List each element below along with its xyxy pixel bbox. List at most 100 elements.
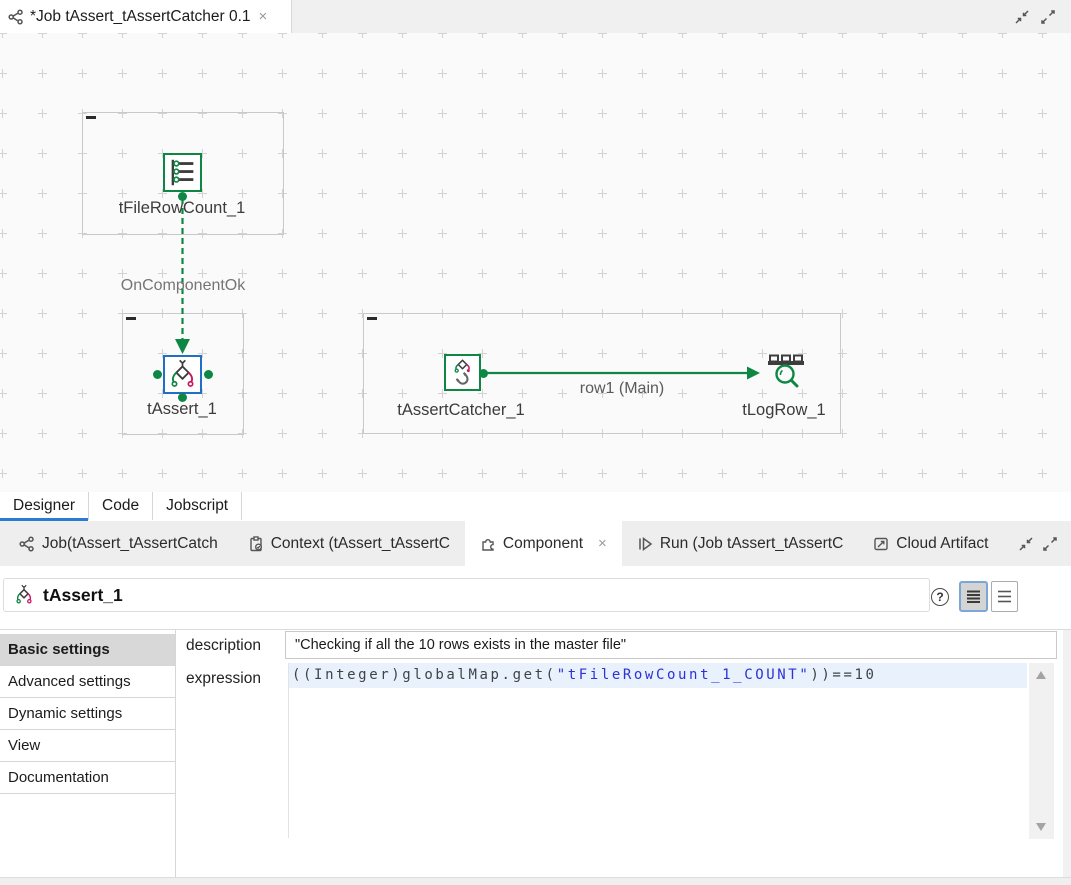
connector-dot[interactable] <box>203 369 213 379</box>
grid-cross <box>878 33 887 38</box>
sidebar-item-basic-settings[interactable]: Basic settings <box>0 634 175 666</box>
grid-cross <box>318 469 327 478</box>
tab-jobscript[interactable]: Jobscript <box>153 492 243 520</box>
panel-tab-context[interactable]: Context (tAssert_tAssertC <box>233 521 465 566</box>
close-icon[interactable]: × <box>598 535 607 552</box>
grid-cross <box>118 469 127 478</box>
scroll-up-icon[interactable] <box>1036 671 1046 679</box>
grid-cross <box>998 149 1007 158</box>
component-label[interactable]: tLogRow_1 <box>742 401 826 419</box>
grid-cross <box>638 189 647 198</box>
grid-cross <box>758 269 767 278</box>
component-label[interactable]: tAssert_1 <box>147 400 217 418</box>
grid-cross <box>958 389 967 398</box>
collapse-handle-icon[interactable] <box>367 317 377 320</box>
expression-scrollbar[interactable] <box>1029 663 1054 839</box>
grid-cross <box>758 69 767 78</box>
grid-cross <box>678 33 687 38</box>
panel-tab-cloud-artifact-label: Cloud Artifact <box>896 534 989 552</box>
grid-cross <box>958 309 967 318</box>
connector-dot[interactable] <box>479 368 488 378</box>
grid-cross <box>398 469 407 478</box>
selection-rect-tassertcatcher[interactable] <box>363 313 841 434</box>
connector-dot[interactable] <box>152 369 162 379</box>
design-canvas[interactable]: tFileRowCount_1 OnComponentOk tAsse <box>0 33 1071 492</box>
grid-cross <box>278 469 287 478</box>
scroll-down-icon[interactable] <box>1036 823 1046 831</box>
panel-tab-cloud-artifact[interactable]: Cloud Artifact <box>858 521 1003 566</box>
grid-cross <box>918 389 927 398</box>
description-input[interactable] <box>285 631 1057 659</box>
grid-cross <box>278 69 287 78</box>
panel-tab-run-label: Run (Job tAssert_tAssertC <box>659 534 844 552</box>
component-tlogrow[interactable] <box>764 351 808 395</box>
component-label[interactable]: tFileRowCount_1 <box>118 199 246 217</box>
grid-cross <box>278 429 287 438</box>
link-label-row1-main[interactable]: row1 (Main) <box>579 380 665 397</box>
connector-dot[interactable] <box>178 191 187 201</box>
grid-cross <box>518 149 527 158</box>
grid-cross <box>758 109 767 118</box>
grid-cross <box>878 469 887 478</box>
collapse-handle-icon[interactable] <box>86 116 96 119</box>
connector-dot[interactable] <box>178 392 187 402</box>
grid-cross <box>318 429 327 438</box>
grid-cross <box>838 109 847 118</box>
grid-cross <box>918 309 927 318</box>
minimize-view-icon[interactable] <box>1013 8 1031 26</box>
grid-cross <box>558 69 567 78</box>
expression-code-line[interactable]: ((Integer)globalMap.get("tFileRowCount_1… <box>289 663 1027 688</box>
grid-cross <box>278 349 287 358</box>
panel-tab-run[interactable]: Run (Job tAssert_tAssertC <box>622 521 858 566</box>
grid-cross <box>478 269 487 278</box>
component-tassert[interactable] <box>163 355 202 394</box>
grid-cross <box>558 189 567 198</box>
link-label-oncomponentok[interactable]: OnComponentOk <box>120 277 246 294</box>
status-bar <box>0 877 1071 885</box>
grid-cross <box>318 269 327 278</box>
sidebar-item-view[interactable]: View <box>0 730 175 762</box>
help-icon[interactable]: ? <box>931 588 949 606</box>
tab-designer[interactable]: Designer <box>0 492 90 521</box>
grid-cross <box>998 229 1007 238</box>
collapse-handle-icon[interactable] <box>126 317 136 320</box>
expression-label: expression <box>186 670 261 687</box>
close-icon[interactable]: × <box>258 8 268 25</box>
grid-cross <box>198 69 207 78</box>
grid-cross <box>838 269 847 278</box>
grid-cross <box>78 429 87 438</box>
editor-tab-job[interactable]: *Job tAssert_tAssertCatcher 0.1 × <box>0 0 292 33</box>
editor-tab-label: *Job tAssert_tAssertCatcher 0.1 <box>30 7 251 25</box>
grid-cross <box>638 33 647 38</box>
grid-cross <box>518 69 527 78</box>
sidebar-item-documentation[interactable]: Documentation <box>0 762 175 794</box>
layout-toggle-horizontal-button[interactable] <box>959 581 988 612</box>
sidebar-item-advanced-settings[interactable]: Advanced settings <box>0 666 175 698</box>
grid-cross <box>0 69 7 78</box>
tab-code[interactable]: Code <box>89 492 154 520</box>
component-label[interactable]: tAssertCatcher_1 <box>397 401 525 419</box>
grid-cross <box>638 109 647 118</box>
grid-cross <box>758 229 767 238</box>
grid-cross <box>398 269 407 278</box>
grid-cross <box>798 69 807 78</box>
layout-toggle-vertical-button[interactable] <box>991 581 1018 612</box>
grid-cross <box>598 229 607 238</box>
panel-scrollbar-track[interactable] <box>1063 630 1071 877</box>
maximize-view-icon[interactable] <box>1039 8 1057 26</box>
grid-cross <box>518 229 527 238</box>
component-tfilerowcount[interactable] <box>163 153 202 192</box>
panel-tab-job[interactable]: Job(tAssert_tAssertCatch <box>4 521 233 566</box>
panel-tab-component[interactable]: Component × <box>464 521 622 566</box>
grid-cross <box>518 189 527 198</box>
grid-cross <box>958 269 967 278</box>
grid-cross <box>1038 309 1047 318</box>
maximize-view-icon[interactable] <box>1041 535 1059 553</box>
grid-cross <box>1038 33 1047 38</box>
grid-cross <box>798 269 807 278</box>
sidebar-item-dynamic-settings[interactable]: Dynamic settings <box>0 698 175 730</box>
component-tassertcatcher[interactable] <box>444 354 481 391</box>
minimize-view-icon[interactable] <box>1017 535 1035 553</box>
grid-cross <box>918 429 927 438</box>
expression-editor[interactable]: ((Integer)globalMap.get("tFileRowCount_1… <box>288 663 1027 838</box>
